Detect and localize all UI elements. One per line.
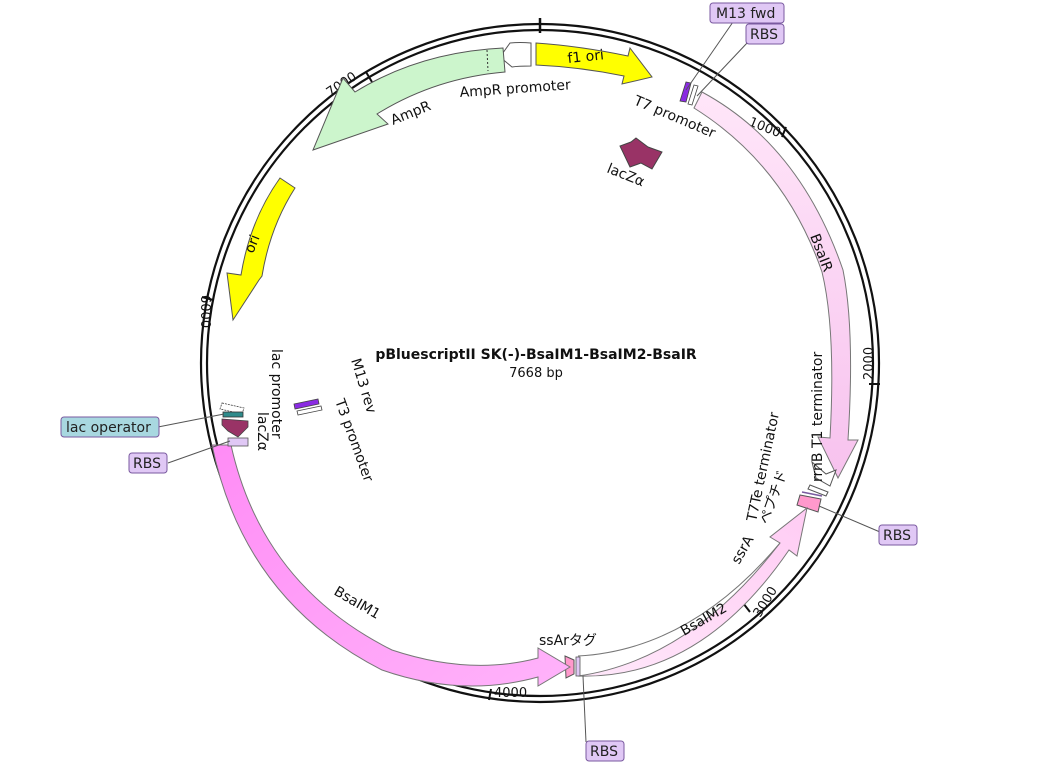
lacza-top-arrow[interactable] [619, 137, 663, 170]
ssra-label: ssrA [729, 533, 758, 567]
tick-label-2000: 2000 [862, 347, 877, 380]
rbs-left-tag[interactable]: RBS [128, 452, 168, 474]
svg-text:M13 fwd: M13 fwd [716, 6, 775, 22]
lacza-left-arrow [221, 418, 249, 438]
svg-text:RBS: RBS [750, 27, 778, 43]
ssra-tag-label: ssArタグ [539, 633, 597, 649]
t7te-terminator-arrow[interactable] [807, 484, 829, 497]
tick-1000 [781, 126, 787, 138]
tick-7000 [365, 71, 373, 83]
t3-region[interactable] [293, 398, 323, 416]
f1-ori-label: f1 ori [567, 47, 605, 67]
rbs-right-tag[interactable]: RBS [878, 524, 918, 546]
plasmid-length: 7668 bp [509, 366, 563, 381]
svg-text:lac operator: lac operator [66, 420, 151, 436]
bsaim1-arrow[interactable] [211, 444, 571, 687]
t7-promoter-arrow [687, 84, 699, 106]
rbs-bottom-tag[interactable]: RBS [585, 740, 625, 762]
m13-rev-label: M13 rev [347, 356, 379, 415]
tick-4000 [488, 688, 492, 701]
svg-text:RBS: RBS [590, 744, 618, 760]
bsaim2-arrow[interactable] [577, 506, 808, 677]
rbs-top-tag[interactable]: RBS [745, 23, 785, 45]
ampr-promoter-label: AmpR promoter [459, 77, 571, 101]
ori-arrow[interactable] [226, 177, 296, 322]
f1-ori-arrow[interactable] [535, 42, 653, 85]
ori-label: ori [242, 233, 264, 256]
lacza-left-label: lacZα [254, 412, 270, 451]
tick-label-4000: 4000 [494, 686, 527, 701]
t3-promoter-arrow [296, 405, 323, 416]
m13-rev-arrow [293, 398, 320, 410]
plasmid-name: pBluescriptII SK(-)-BsaIM1-BsaIM2-BsaIR [375, 347, 697, 363]
m13-fwd-tag[interactable]: M13 fwd [709, 2, 785, 24]
leader-lines [157, 21, 881, 743]
lacza-top-label: lacZα [605, 161, 647, 190]
rrnb-t1-label: rrnB T1 terminator [810, 351, 826, 482]
ssra-rbs-marker[interactable] [575, 656, 581, 677]
lac-promoter-label: lac promoter [268, 349, 284, 439]
rrnb-t1-terminator-arrow[interactable] [811, 460, 837, 487]
lac-region[interactable] [219, 402, 249, 438]
rbs-right-marker[interactable] [796, 494, 822, 513]
tick-label-6000: 6000 [197, 295, 212, 328]
tick-6000 [201, 296, 214, 301]
lac-operator-tag[interactable]: lac operator [60, 416, 160, 438]
ampr-arrow[interactable] [312, 47, 506, 151]
svg-text:RBS: RBS [883, 528, 911, 544]
backbone [199, 18, 881, 704]
bsair-arrow[interactable] [693, 91, 859, 480]
svg-text:RBS: RBS [133, 456, 161, 472]
ampr-promoter-arrow[interactable] [499, 42, 532, 68]
lac-operator-marker [222, 411, 244, 418]
